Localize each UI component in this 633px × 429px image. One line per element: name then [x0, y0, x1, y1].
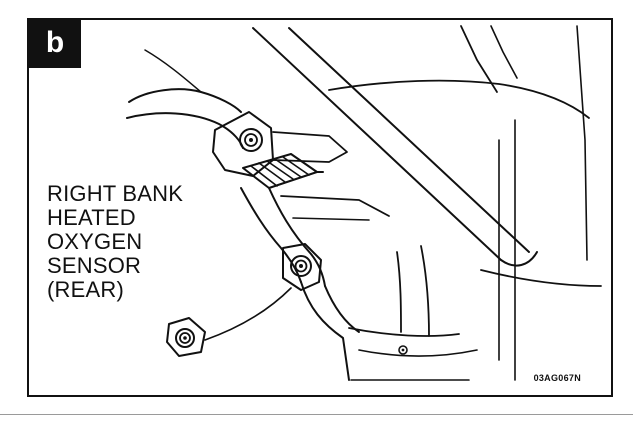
- pipe-lower: [300, 281, 350, 381]
- brace-horizontal: [280, 195, 390, 217]
- bracket-arm-upper-inner: [126, 112, 244, 149]
- callout-line: SENSOR: [47, 253, 142, 278]
- callout-line: HEATED: [47, 205, 136, 230]
- right-panel-lower: [480, 269, 602, 287]
- housing-bottom-2: [358, 349, 478, 357]
- engine-drawing: [126, 25, 602, 381]
- callout-line: OXYGEN: [47, 229, 143, 254]
- pipe-edge-right: [268, 187, 326, 287]
- housing-right: [420, 245, 430, 337]
- diagonal-beam-bottom: [288, 27, 530, 253]
- pipe-edge-left: [240, 187, 302, 283]
- pipe-lower-inner: [324, 285, 360, 333]
- bolt-icon: [239, 128, 263, 152]
- mounting-plate-lower: [282, 243, 322, 291]
- panel-label-badge: b: [29, 20, 81, 68]
- figure-reference-code: 03AG067N: [533, 373, 581, 383]
- mounting-plate-upper: [212, 111, 274, 177]
- housing-left: [396, 251, 402, 333]
- page-divider: [0, 414, 633, 415]
- housing-bottom: [348, 327, 460, 337]
- right-panel-curve: [328, 79, 590, 119]
- bracket-arm-upper: [128, 88, 242, 113]
- small-fastener-icon: [398, 345, 408, 355]
- bracket-arm-edge: [144, 49, 202, 93]
- mounting-plate-ledge: [272, 131, 348, 163]
- right-outer-edge: [576, 25, 588, 261]
- right-panel-upper: [460, 25, 498, 93]
- callout-line: (REAR): [47, 277, 124, 302]
- oxygen-sensor-icon: [242, 153, 324, 189]
- lower-curve: [204, 287, 292, 341]
- bolt-icon: [290, 255, 312, 277]
- callout-line: RIGHT BANK: [47, 181, 184, 206]
- right-panel-upper-2: [490, 25, 518, 79]
- figure-frame: b RIGHT BANK HEATED OXYGEN SENSOR (REAR)…: [27, 18, 613, 397]
- lower-left-flange: [166, 317, 206, 357]
- sensor-callout-label: RIGHT BANK HEATED OXYGEN SENSOR (REAR): [47, 182, 247, 302]
- brace-horizontal-lower: [292, 217, 370, 221]
- bolt-icon: [175, 328, 195, 348]
- diagonal-beam-cap: [500, 251, 538, 267]
- diagonal-beam-top: [252, 27, 502, 261]
